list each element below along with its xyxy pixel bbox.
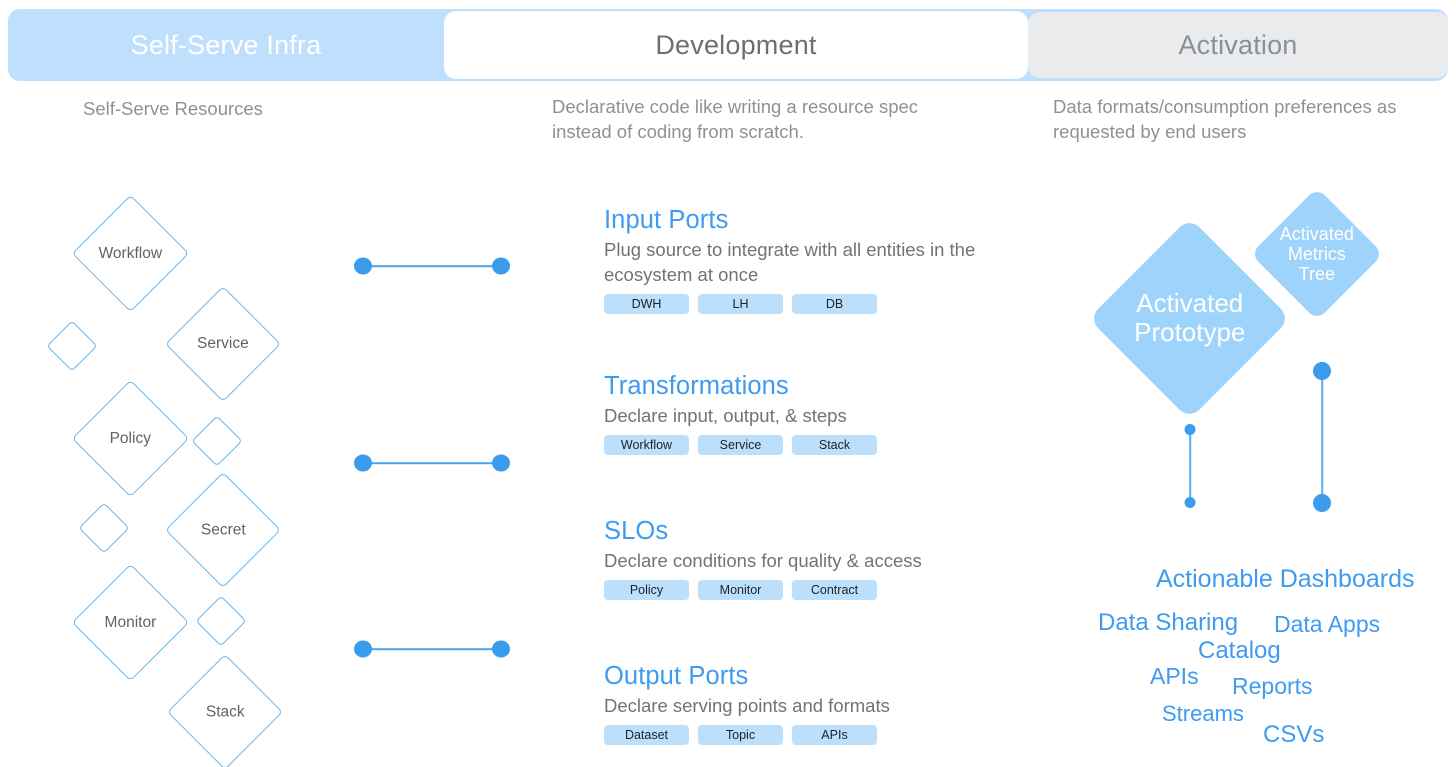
section-description: Declare serving points and formats [604, 695, 890, 716]
resource-diamond-label: Workflow [98, 244, 163, 262]
connector-dot-left[interactable] [354, 454, 372, 472]
tab-self-serve-infra[interactable]: Self-Serve Infra [8, 9, 444, 81]
connector-row-1 [354, 257, 510, 275]
pill-workflow[interactable]: Workflow [604, 435, 689, 455]
tab-activation[interactable]: Activation [1028, 12, 1448, 78]
cloud-word-streams[interactable]: Streams [1162, 701, 1244, 726]
section-title: Transformations [604, 372, 789, 400]
section-pill-group: Dataset Topic APIs [604, 725, 1024, 745]
pill-service[interactable]: Service [698, 435, 783, 455]
resource-diamond-secret[interactable]: Secret [165, 472, 281, 588]
connector-line [1189, 429, 1191, 503]
pill-contract[interactable]: Contract [792, 580, 877, 600]
resource-diamond-small-2[interactable] [191, 415, 243, 467]
resource-diamond-label: Secret [200, 521, 246, 538]
cloud-word-reports[interactable]: Reports [1232, 673, 1313, 699]
resource-diamond-workflow[interactable]: Workflow [71, 194, 190, 313]
connector-row-3 [354, 640, 510, 658]
pill-db[interactable]: DB [792, 294, 877, 314]
pill-topic[interactable]: Topic [698, 725, 783, 745]
connector-row-2 [354, 454, 510, 472]
pill-dataset[interactable]: Dataset [604, 725, 689, 745]
section-description: Plug source to integrate with all entiti… [604, 239, 976, 285]
connector-line [1321, 371, 1323, 503]
pill-monitor[interactable]: Monitor [698, 580, 783, 600]
activation-word-cloud: Actionable Dashboards Data Sharing Data … [1080, 555, 1456, 755]
phase-tab-bar: Self-Serve Infra Development Activation [8, 9, 1448, 81]
connector-vertical-small [1182, 424, 1198, 508]
connector-dot-left[interactable] [354, 640, 372, 658]
cloud-word-data-apps[interactable]: Data Apps [1274, 611, 1381, 637]
activated-prototype-label: Activated Prototype [1133, 288, 1246, 348]
pill-lh[interactable]: LH [698, 294, 783, 314]
section-pill-group: DWH LH DB [604, 294, 1024, 314]
resource-diamond-small-4[interactable] [195, 595, 247, 647]
cloud-word-actionable-dashboards[interactable]: Actionable Dashboards [1156, 565, 1415, 593]
resource-diamond-stack[interactable]: Stack [167, 654, 283, 767]
pill-stack[interactable]: Stack [792, 435, 877, 455]
connector-line [362, 648, 496, 650]
section-description: Declare conditions for quality & access [604, 550, 922, 571]
tab-label: Self-Serve Infra [130, 29, 322, 60]
section-output-ports: Output Ports Declare serving points and … [604, 661, 1024, 745]
pill-dwh[interactable]: DWH [604, 294, 689, 314]
resource-diamond-label: Policy [109, 429, 152, 447]
section-description: Declare input, output, & steps [604, 405, 847, 426]
connector-dot-bottom[interactable] [1313, 494, 1331, 512]
section-slos: SLOs Declare conditions for quality & ac… [604, 516, 1024, 600]
connector-dot-right[interactable] [492, 640, 510, 658]
section-title: Input Ports [604, 206, 729, 234]
tab-development[interactable]: Development [444, 11, 1028, 79]
section-title: Output Ports [604, 662, 749, 690]
resource-diamond-small-3[interactable] [78, 502, 130, 554]
section-input-ports: Input Ports Plug source to integrate wit… [604, 205, 1024, 314]
pill-apis[interactable]: APIs [792, 725, 877, 745]
connector-dot-top[interactable] [1184, 424, 1196, 435]
section-pill-group: Workflow Service Stack [604, 435, 1024, 455]
connector-dot-right[interactable] [492, 257, 510, 275]
tab-label: Development [655, 29, 817, 60]
connector-dot-left[interactable] [354, 257, 372, 275]
resource-diamond-small-1[interactable] [46, 320, 98, 372]
connector-dot-right[interactable] [492, 454, 510, 472]
connector-line [362, 265, 496, 267]
tab-label: Activation [1178, 29, 1298, 60]
cloud-word-catalog[interactable]: Catalog [1198, 637, 1281, 664]
pill-policy[interactable]: Policy [604, 580, 689, 600]
resource-diamond-service[interactable]: Service [165, 286, 281, 402]
column-subtitle-left: Self-Serve Resources [83, 98, 263, 119]
resource-diamond-policy[interactable]: Policy [71, 379, 190, 498]
section-transformations: Transformations Declare input, output, &… [604, 371, 1024, 455]
cloud-word-data-sharing[interactable]: Data Sharing [1098, 609, 1239, 636]
resource-diamond-monitor[interactable]: Monitor [71, 563, 190, 682]
cloud-word-apis[interactable]: APIs [1150, 663, 1199, 689]
section-pill-group: Policy Monitor Contract [604, 580, 1024, 600]
resource-diamond-label: Monitor [104, 613, 157, 631]
connector-line [362, 462, 496, 464]
connector-vertical-large [1312, 362, 1332, 512]
section-title: SLOs [604, 517, 669, 545]
column-subtitle-middle: Declarative code like writing a resource… [552, 96, 919, 142]
connector-dot-bottom[interactable] [1184, 497, 1196, 508]
resource-diamond-label: Service [197, 335, 249, 352]
resource-diamond-label: Stack [205, 702, 245, 720]
cloud-word-csvs[interactable]: CSVs [1263, 721, 1325, 748]
column-subtitle-right: Data formats/consumption preferences as … [1053, 96, 1397, 142]
activated-metrics-tree-label: Activated Metrics Tree [1279, 223, 1355, 285]
connector-dot-top[interactable] [1313, 362, 1331, 380]
